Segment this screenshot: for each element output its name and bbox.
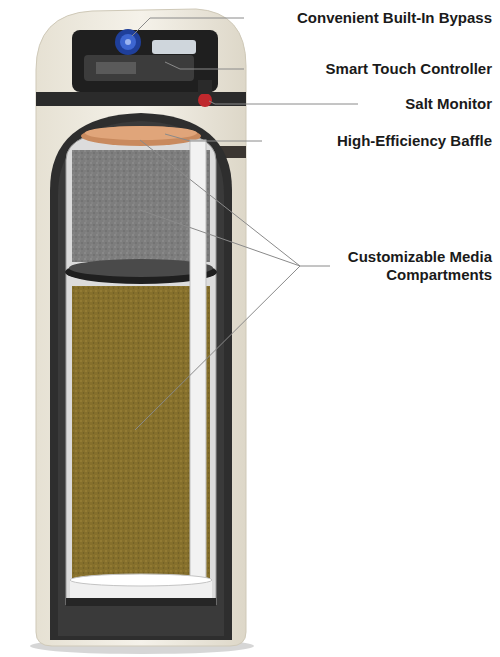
bypass-label: Convenient Built-In Bypass [252, 9, 492, 27]
baffle-label: High-Efficiency Baffle [262, 132, 492, 150]
monitor-label: Salt Monitor [362, 95, 492, 113]
media-label: Customizable Media Compartments [332, 248, 492, 284]
controller-label: Smart Touch Controller [252, 60, 492, 78]
leader-lines [132, 18, 358, 430]
